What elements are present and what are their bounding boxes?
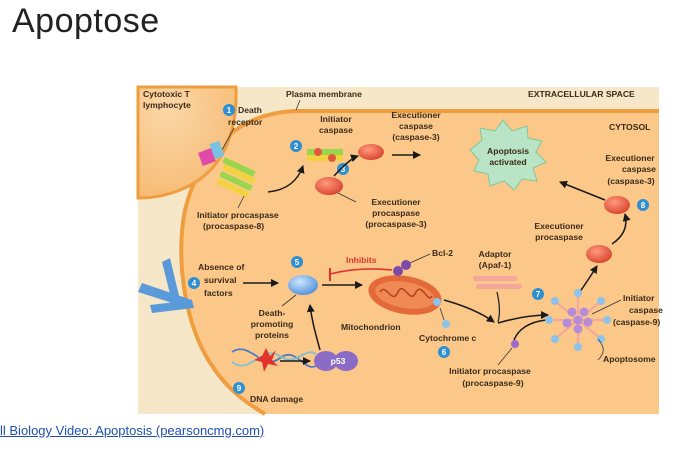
step-7-number: 7 [536, 290, 541, 299]
adaptor-shape [473, 276, 522, 289]
exec-caspase3-top-shape [358, 144, 384, 160]
step-9-badge [233, 382, 245, 394]
exec-caspase3-top-label-1: Executioner [391, 110, 441, 120]
adaptor-label-1: Adaptor [479, 249, 513, 259]
cytotoxic-t-label-2: lymphocyte [143, 100, 191, 110]
survival-receptor-shape [138, 258, 194, 313]
initiator-caspase-shape [307, 148, 343, 162]
plasma-membrane-line [179, 109, 659, 416]
absence-label-1: Absence of [198, 262, 244, 272]
inhibits-label: Inhibits [346, 255, 377, 265]
plasma-membrane-label: Plasma membrane [286, 89, 362, 99]
bcl2-label: Bcl-2 [432, 248, 453, 258]
exec-caspase3-right-label-3: (caspase-3) [607, 176, 654, 186]
step-3-number: 3 [341, 165, 346, 174]
init-procaspase8-label-1: Initiator procaspase [197, 210, 279, 220]
exec-procaspase-label-2: procaspase [535, 232, 583, 242]
mitochondrion-label: Mitochondrion [341, 322, 401, 332]
initiator-caspase-label-1: Initiator [320, 114, 352, 124]
exec-procaspase-right-shape [586, 245, 612, 263]
p53-label: p53 [331, 356, 346, 366]
step-2-badge [290, 140, 302, 152]
exec-procaspase-label-1: Executioner [534, 221, 584, 231]
absence-label-2: survival [204, 275, 237, 285]
step-4-number: 4 [192, 279, 197, 288]
apoptosis-label-1: Apoptosis [487, 146, 529, 156]
procaspase9-dot [511, 340, 519, 348]
exec-procaspase3-label-2: procaspase [372, 208, 420, 218]
slide-title: Apoptose [12, 2, 160, 40]
init-caspase9-label-3: (caspase-9) [613, 317, 660, 327]
absence-label-3: factors [204, 288, 233, 298]
step-8-badge [637, 199, 649, 211]
init-caspase9-label-2: caspase [629, 305, 663, 315]
step-2-number: 2 [294, 142, 299, 151]
init-procaspase9-label-1: Initiator procaspase [449, 366, 531, 376]
exec-caspase3-top-label-3: (caspase-3) [392, 132, 439, 142]
mitochondrion-shape [368, 275, 442, 315]
cytochrome-dot-1 [433, 298, 441, 306]
exec-caspase3-right-shape [604, 196, 630, 214]
step-6-number: 6 [442, 348, 447, 357]
p53-shape [314, 351, 358, 371]
exec-procaspase3-shape [315, 177, 343, 195]
step-9-number: 9 [237, 384, 242, 393]
exec-caspase3-right-label-1: Executioner [605, 153, 655, 163]
cytochrome-c-label: Cytochrome c [419, 333, 477, 343]
cytosol-region [181, 111, 659, 414]
death-promoting-label-3: proteins [255, 330, 289, 340]
death-promoting-protein-shape [288, 275, 318, 295]
step-8-number: 8 [641, 201, 646, 210]
adaptor-label-2: (Apaf-1) [479, 260, 512, 270]
source-video-link[interactable]: ll Biology Video: Apoptosis (pearsoncmg.… [0, 423, 265, 438]
step-3-badge [337, 163, 349, 175]
step-7-badge [532, 288, 544, 300]
exec-caspase3-right-label-2: caspase [622, 164, 656, 174]
dna-damage-label: DNA damage [250, 394, 303, 404]
death-receptor-label-1: Death [238, 105, 262, 115]
apoptosis-label-2: activated [489, 157, 526, 167]
bcl2-shape-1 [393, 266, 403, 276]
death-receptor-label-2: receptor [228, 117, 263, 127]
extracellular-space-label: EXTRACELLULAR SPACE [528, 89, 635, 99]
init-procaspase8-label-2: (procaspase-8) [203, 221, 264, 231]
apoptosome-shape [545, 289, 611, 351]
death-receptor-shape [198, 140, 256, 198]
t-lymphocyte-cell [136, 85, 238, 200]
death-promoting-label-2: promoting [251, 319, 293, 329]
exec-procaspase3-label-3: (procaspase-3) [365, 219, 426, 229]
step-6-badge [438, 346, 450, 358]
cytosol-label: CYTOSOL [609, 122, 650, 132]
step-4-badge [188, 277, 200, 289]
step-5-number: 5 [295, 258, 300, 267]
step-1-badge [223, 104, 235, 116]
cytochrome-dot-2 [442, 320, 450, 328]
exec-caspase3-top-label-2: caspase [399, 121, 433, 131]
cytotoxic-t-label-1: Cytotoxic T [143, 89, 191, 99]
step-1-number: 1 [227, 106, 232, 115]
init-caspase9-label-1: Initiator [623, 293, 655, 303]
exec-procaspase3-label-1: Executioner [371, 197, 421, 207]
bcl2-shape-2 [401, 260, 411, 270]
init-procaspase9-label-2: (procaspase-9) [462, 378, 523, 388]
step-5-badge [291, 256, 303, 268]
apoptosome-label: Apoptosome [603, 354, 656, 364]
initiator-caspase-label-2: caspase [319, 125, 353, 135]
apoptosis-burst [469, 119, 547, 191]
death-promoting-label-1: Death- [259, 308, 286, 318]
